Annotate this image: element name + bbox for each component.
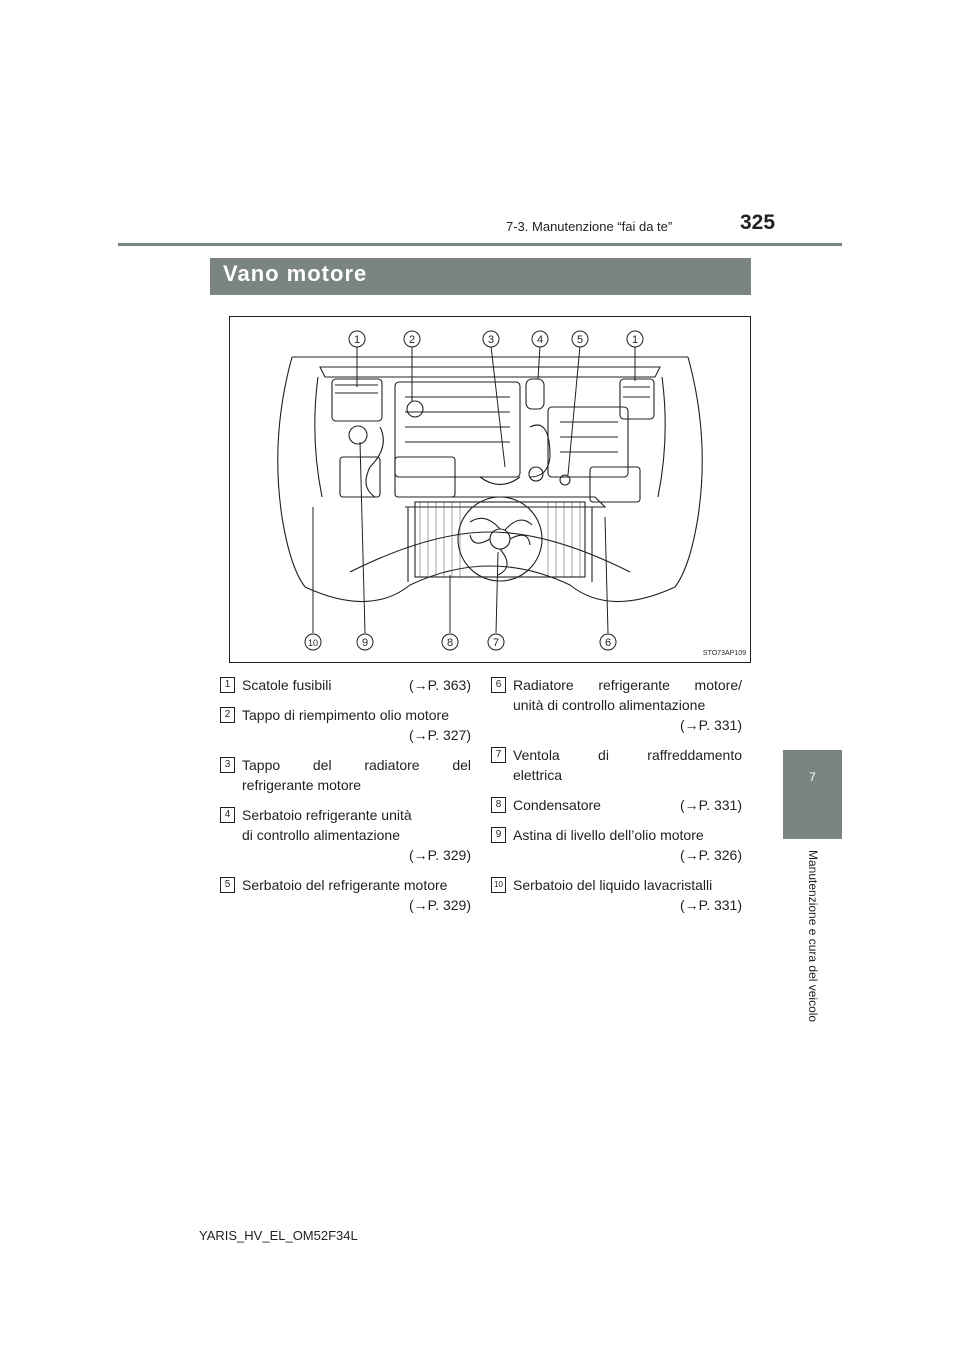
legend-text: Radiatore refrigerante motore/ bbox=[513, 677, 742, 693]
document-code: YARIS_HV_EL_OM52F34L bbox=[199, 1228, 358, 1243]
page-reference-link[interactable]: (→P. 331) bbox=[680, 797, 742, 813]
chapter-tab-caption-text: Manutenzione e cura del veicolo bbox=[805, 850, 820, 1023]
page-reference-link[interactable]: (→P. 326) bbox=[680, 847, 742, 863]
page-reference-link[interactable]: (→P. 331) bbox=[680, 897, 742, 913]
legend-item: 1 Scatole fusibili (→P. 363) bbox=[216, 675, 471, 695]
legend-text: Condensatore bbox=[513, 797, 601, 813]
legend-text: unità di controllo alimentazione bbox=[513, 697, 706, 713]
callout-bottom-10: 10 bbox=[308, 638, 318, 648]
legend-text: Tappo di riempimento olio motore bbox=[242, 707, 449, 723]
section-heading-bar: Vano motore bbox=[210, 258, 751, 295]
legend-number: 8 bbox=[491, 797, 506, 813]
chapter-tab[interactable]: 7 bbox=[783, 750, 842, 839]
callout-top-5: 5 bbox=[577, 334, 583, 346]
chapter-title: 7-3. Manutenzione “fai da te” bbox=[506, 219, 673, 234]
legend-text: Serbatoio del liquido lavacristalli bbox=[513, 877, 713, 893]
legend-text: Scatole fusibili bbox=[242, 677, 332, 693]
legend-text: di controllo alimentazione bbox=[242, 827, 400, 843]
legend-item: 3 Tappo del radiatore del refrigerante m… bbox=[216, 755, 471, 795]
page-number: 325 bbox=[740, 211, 776, 234]
callout-bottom-6: 6 bbox=[605, 637, 611, 649]
legend-number: 4 bbox=[220, 807, 235, 823]
legend-text: Tappo del radiatore del bbox=[242, 757, 471, 773]
legend-number: 9 bbox=[491, 827, 506, 843]
legend-number: 5 bbox=[220, 877, 235, 893]
callout-bottom-8: 8 bbox=[447, 637, 453, 649]
engine-compartment-figure: 1 2 3 4 5 1 10 9 8 7 6 STO73AP109 bbox=[229, 316, 751, 663]
callout-top-3: 3 bbox=[488, 334, 494, 346]
legend-item: 8 Condensatore (→P. 331) bbox=[487, 795, 742, 815]
legend-number: 2 bbox=[220, 707, 235, 723]
legend-item: 2 Tappo di riempimento olio motore (→P. … bbox=[216, 705, 471, 745]
page-reference-link[interactable]: (→P. 329) bbox=[409, 847, 471, 863]
section-title: Vano motore bbox=[223, 261, 368, 286]
chapter-tab-caption: Manutenzione e cura del veicolo bbox=[783, 850, 842, 1022]
callout-top-6: 1 bbox=[632, 334, 638, 346]
chapter-tab-number: 7 bbox=[809, 770, 816, 784]
legend-item: 5 Serbatoio del refrigerante motore (→P.… bbox=[216, 875, 471, 915]
legend-text: Serbatoio refrigerante unità bbox=[242, 807, 412, 823]
header-divider bbox=[118, 243, 842, 246]
legend-number: 1 bbox=[220, 677, 235, 693]
callout-bottom-7: 7 bbox=[493, 637, 499, 649]
legend-number: 10 bbox=[491, 877, 506, 893]
legend-left: 1 Scatole fusibili (→P. 363) 2 Tappo di … bbox=[216, 675, 471, 925]
callout-bottom-9: 9 bbox=[362, 637, 368, 649]
callout-top-1: 1 bbox=[354, 334, 360, 346]
page-reference-link[interactable]: (→P. 363) bbox=[409, 677, 471, 693]
legend-number: 3 bbox=[220, 757, 235, 773]
legend-item: 10 Serbatoio del liquido lavacristalli (… bbox=[487, 875, 742, 915]
legend-text: Serbatoio del refrigerante motore bbox=[242, 877, 448, 893]
legend-item: 4 Serbatoio refrigerante unità di contro… bbox=[216, 805, 471, 865]
legend-item: 6 Radiatore refrigerante motore/ unità d… bbox=[487, 675, 742, 735]
callout-top-2: 2 bbox=[409, 334, 415, 346]
page-reference-link[interactable]: (→P. 329) bbox=[409, 897, 471, 913]
legend-number: 7 bbox=[491, 747, 506, 763]
legend-item: 9 Astina di livello dell’olio motore (→P… bbox=[487, 825, 742, 865]
figure-code: STO73AP109 bbox=[702, 650, 746, 657]
page-reference-link[interactable]: (→P. 331) bbox=[680, 717, 742, 733]
callout-top-4: 4 bbox=[537, 334, 543, 346]
engine-illustration: 1 2 3 4 5 1 10 9 8 7 6 bbox=[277, 330, 703, 651]
legend-right: 6 Radiatore refrigerante motore/ unità d… bbox=[487, 675, 742, 925]
page-reference-link[interactable]: (→P. 327) bbox=[409, 727, 471, 743]
legend-text: elettrica bbox=[513, 767, 563, 783]
legend-text: refrigerante motore bbox=[242, 777, 362, 793]
legend-number: 6 bbox=[491, 677, 506, 693]
legend-text: Astina di livello dell’olio motore bbox=[513, 827, 704, 843]
legend-text: Ventola di raffreddamento bbox=[513, 747, 742, 763]
legend-item: 7 Ventola di raffreddamento elettrica bbox=[487, 745, 742, 785]
